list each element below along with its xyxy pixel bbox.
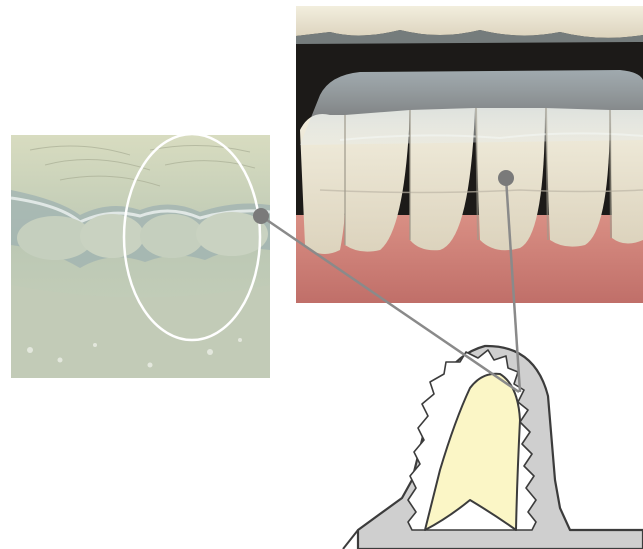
frontal-photo xyxy=(296,6,643,303)
marker-dot-occlusal xyxy=(253,208,269,224)
cross-section xyxy=(343,346,643,549)
occlusal-photo xyxy=(11,134,270,378)
marker-dot-frontal xyxy=(498,170,514,186)
